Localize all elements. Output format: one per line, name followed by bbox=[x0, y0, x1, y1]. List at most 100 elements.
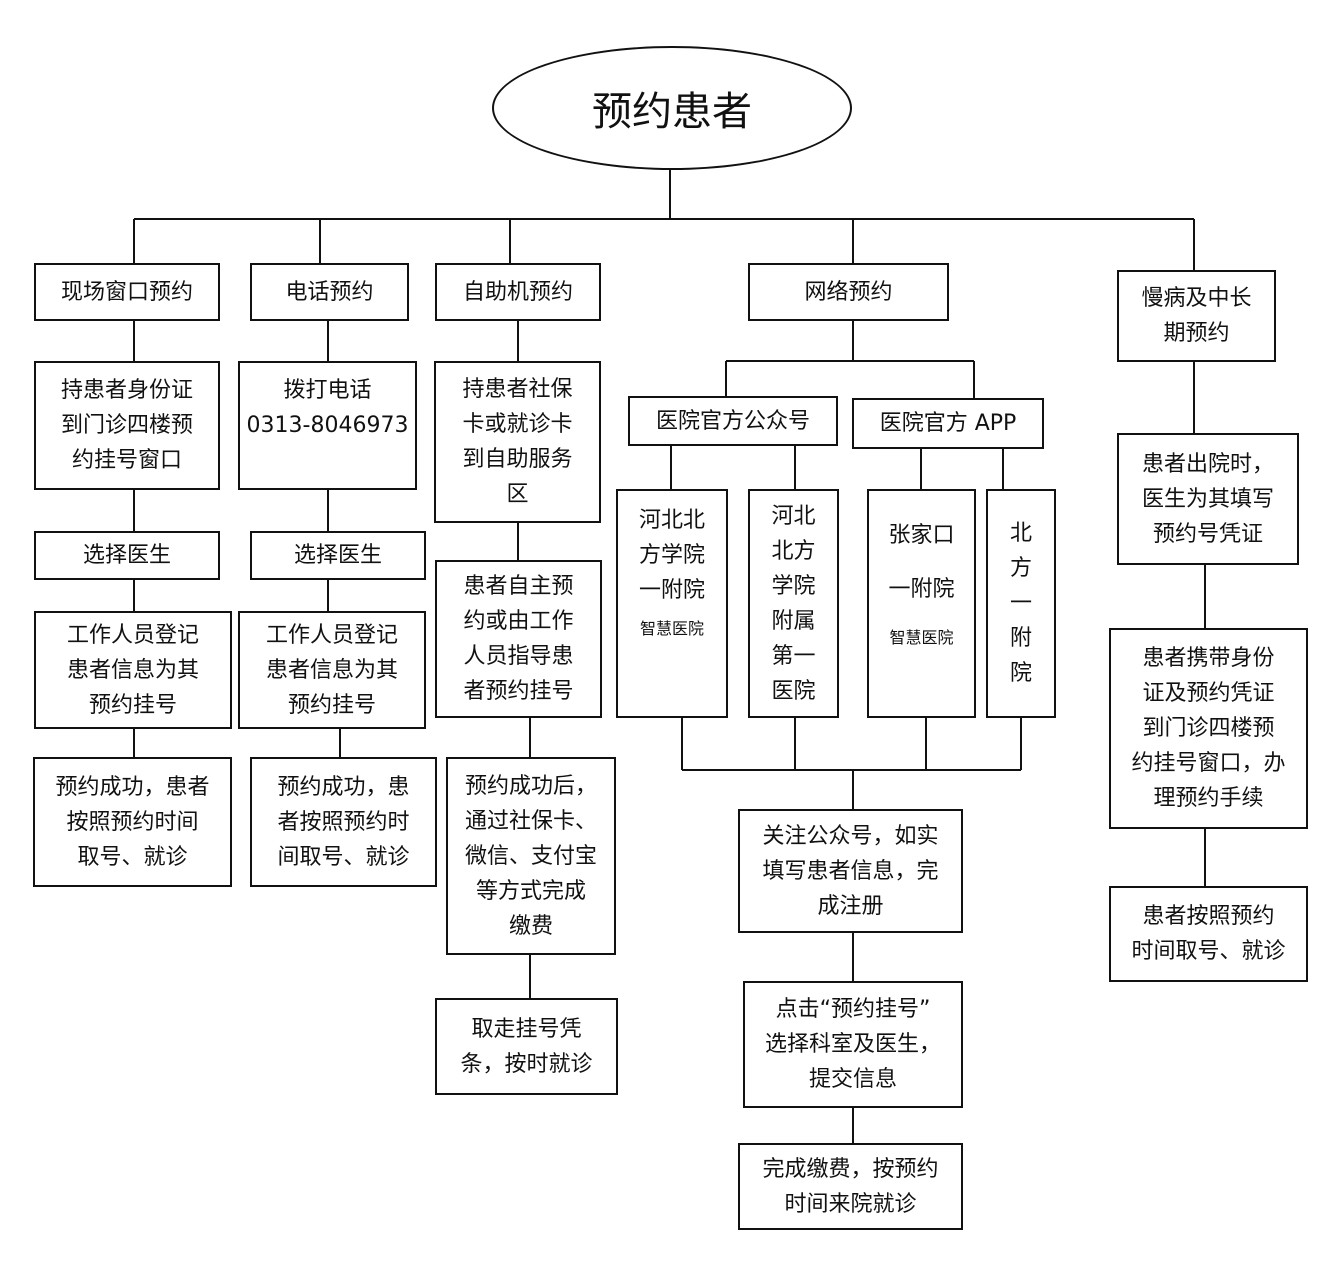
phone-number: 0313-8046973 bbox=[246, 413, 409, 438]
text-line: 预约成功，患 bbox=[277, 774, 410, 800]
text-line: 约或由工作 bbox=[463, 609, 574, 634]
text-line: 张家口 bbox=[888, 523, 955, 548]
text-line: 一附院 bbox=[888, 577, 955, 602]
text-line: 一 bbox=[1009, 591, 1032, 616]
text-line: 理预约手续 bbox=[1153, 786, 1264, 811]
wechat-box: 医院官方公众号 bbox=[628, 396, 838, 446]
text-line: 医生为其填写 bbox=[1141, 486, 1274, 512]
text-line: 预约成功，患者 bbox=[55, 774, 210, 800]
text-line: 河北北 bbox=[638, 508, 705, 533]
phone-title-box: 电话预约 bbox=[250, 263, 409, 321]
text-line: 到门诊四楼预 bbox=[1142, 716, 1275, 741]
text-line: 拨打电话 bbox=[283, 378, 372, 403]
text-line: 填写患者信息，完 bbox=[762, 858, 939, 884]
root-node: 预约患者 bbox=[492, 46, 852, 170]
text-line: 预约号凭证 bbox=[1152, 521, 1263, 547]
chronic-step3-box: 患者按照预约 时间取号、就诊 bbox=[1109, 886, 1308, 982]
onsite-step1-box: 持患者身份证 到门诊四楼预 约挂号窗口 bbox=[34, 361, 220, 490]
kiosk-step3-box: 预约成功后， 通过社保卡、 微信、支付宝 等方式完成 缴费 bbox=[446, 757, 616, 955]
text-line: 时间取号、就诊 bbox=[1131, 939, 1286, 964]
text-line: 关注公众号，如实 bbox=[762, 823, 939, 849]
text-line: 北 bbox=[1009, 521, 1032, 546]
text-line: 预约挂号 bbox=[88, 692, 177, 718]
text-line: 点击“预约挂号” bbox=[775, 997, 931, 1022]
text-line: 持患者身份证 bbox=[60, 378, 193, 403]
phone-title: 电话预约 bbox=[285, 279, 374, 305]
text-line: 患者信息为其 bbox=[66, 657, 199, 683]
text-line: 等方式完成 bbox=[475, 878, 586, 904]
kiosk-title-box: 自助机预约 bbox=[435, 263, 601, 321]
text-line: 院 bbox=[1009, 661, 1032, 686]
text-line: 到自助服务 bbox=[462, 447, 573, 472]
text-line: 工作人员登记 bbox=[66, 622, 199, 648]
text-line: 患者携带身份 bbox=[1142, 646, 1275, 671]
text-line: 提交信息 bbox=[808, 1067, 897, 1092]
text-line: 者按照预约时 bbox=[277, 809, 410, 835]
text-line: 方 bbox=[1009, 556, 1032, 581]
text-line: 第一 bbox=[771, 643, 816, 669]
text-line: 约挂号窗口，办 bbox=[1131, 751, 1286, 776]
text-line: 条，按时就诊 bbox=[460, 1051, 593, 1077]
text-line: 证及预约凭证 bbox=[1142, 681, 1275, 706]
phone-step1-box: 拨打电话 0313-8046973 bbox=[238, 361, 417, 490]
text-line: 卡或就诊卡 bbox=[462, 412, 573, 437]
chronic-title-box: 慢病及中长 期预约 bbox=[1117, 270, 1276, 362]
text-line: 选择医生 bbox=[82, 543, 171, 568]
text-line: 取走挂号凭 bbox=[471, 1016, 582, 1042]
app-hospital-b-box: 北 方 一 附 院 bbox=[986, 489, 1056, 718]
onsite-step2-box: 选择医生 bbox=[34, 531, 220, 580]
wechat-hospital-b-box: 河北 北方 学院 附属 第一 医院 bbox=[748, 489, 839, 718]
text-line: 完成缴费，按预约 bbox=[762, 1156, 939, 1182]
text-line: 人员指导患 bbox=[463, 644, 574, 669]
text-line: 患者自主预 bbox=[463, 574, 574, 599]
text-line: 慢病及中长 bbox=[1141, 286, 1252, 311]
phone-step3-box: 工作人员登记 患者信息为其 预约挂号 bbox=[238, 611, 426, 729]
onsite-step4-box: 预约成功，患者 按照预约时间 取号、就诊 bbox=[33, 757, 232, 887]
text-line: 缴费 bbox=[508, 913, 553, 939]
onsite-step3-box: 工作人员登记 患者信息为其 预约挂号 bbox=[34, 611, 232, 729]
text-line: 患者按照预约 bbox=[1142, 904, 1275, 929]
text-line: 通过社保卡、 bbox=[464, 808, 597, 834]
onsite-title: 现场窗口预约 bbox=[60, 279, 193, 305]
text-line: 预约挂号 bbox=[287, 692, 376, 718]
wechat-hospital-a-box: 河北北 方学院 一附院 智慧医院 bbox=[616, 489, 728, 718]
kiosk-title: 自助机预约 bbox=[462, 279, 573, 305]
text-line: 一附院 bbox=[638, 578, 705, 603]
smart-hospital-label: 智慧医院 bbox=[639, 619, 704, 638]
onsite-title-box: 现场窗口预约 bbox=[34, 263, 220, 321]
online-step3-box: 完成缴费，按预约 时间来院就诊 bbox=[738, 1143, 963, 1230]
online-title: 网络预约 bbox=[804, 279, 893, 305]
text-line: 患者出院时， bbox=[1141, 451, 1274, 477]
text-line: 预约成功后， bbox=[464, 773, 597, 799]
text-line: 按照预约时间 bbox=[66, 809, 199, 835]
text-line: 期预约 bbox=[1163, 321, 1230, 346]
online-step2-box: 点击“预约挂号” 选择科室及医生， 提交信息 bbox=[743, 981, 963, 1108]
text-line: 附 bbox=[1009, 626, 1032, 651]
text-line: 工作人员登记 bbox=[265, 622, 398, 648]
text-line: 取号、就诊 bbox=[77, 844, 188, 870]
app-hospital-a-box: 张家口 一附院 智慧医院 bbox=[867, 489, 976, 718]
phone-step2-box: 选择医生 bbox=[250, 531, 426, 580]
root-label: 预约患者 bbox=[592, 89, 752, 135]
kiosk-step1-box: 持患者社保 卡或就诊卡 到自助服务 区 bbox=[434, 361, 601, 523]
online-step1-box: 关注公众号，如实 填写患者信息，完 成注册 bbox=[738, 809, 963, 933]
text-line: 约挂号窗口 bbox=[71, 448, 182, 473]
kiosk-step4-box: 取走挂号凭 条，按时就诊 bbox=[435, 998, 618, 1095]
phone-step4-box: 预约成功，患 者按照预约时 间取号、就诊 bbox=[250, 757, 437, 887]
text-line: 区 bbox=[506, 482, 529, 507]
chronic-step1-box: 患者出院时， 医生为其填写 预约号凭证 bbox=[1117, 433, 1299, 565]
kiosk-step2-box: 患者自主预 约或由工作 人员指导患 者预约挂号 bbox=[435, 560, 602, 718]
text-line: 附属 bbox=[771, 608, 816, 634]
smart-hospital-label: 智慧医院 bbox=[889, 628, 954, 647]
text-line: 微信、支付宝 bbox=[464, 843, 597, 869]
chronic-step2-box: 患者携带身份 证及预约凭证 到门诊四楼预 约挂号窗口，办 理预约手续 bbox=[1109, 628, 1308, 829]
text-line: 选择科室及医生， bbox=[764, 1032, 941, 1057]
text-line: 北方 bbox=[771, 538, 816, 564]
text-line: 医院 bbox=[771, 678, 816, 704]
text-line: 间取号、就诊 bbox=[277, 844, 410, 870]
text-line: 时间来院就诊 bbox=[784, 1191, 917, 1217]
text-line: 方学院 bbox=[638, 543, 705, 568]
text-line: 选择医生 bbox=[293, 543, 382, 568]
wechat-label: 医院官方公众号 bbox=[655, 408, 810, 434]
text-line: 者预约挂号 bbox=[463, 679, 574, 704]
